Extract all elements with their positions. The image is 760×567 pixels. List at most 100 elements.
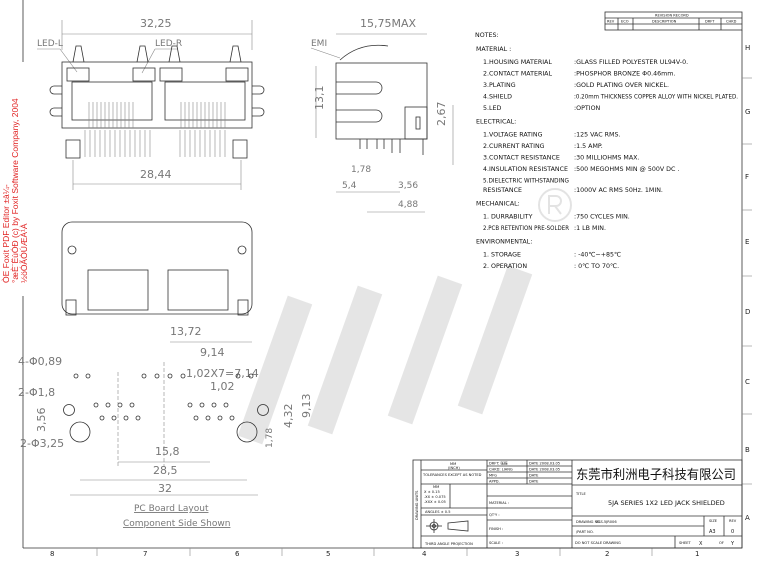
bottom-view (61, 221, 253, 316)
label: SIZE (709, 519, 718, 523)
company-name: 东莞市利洲电子科技有限公司 (576, 467, 736, 483)
notes-item-label: 2.PCB RETENTION PRE-SOLDER (483, 225, 570, 232)
label: ÒE Foxit PDF Editor ±à¼- (1, 184, 11, 283)
label: /PART NO. (576, 530, 594, 534)
dim-9-13: 9,13 (300, 394, 313, 419)
hole-large-label: 2-Φ3,25 (20, 437, 64, 450)
dim-4-32: 4,32 (282, 404, 295, 429)
label: REV (607, 20, 615, 24)
notes-section-heading: MECHANICAL: (476, 201, 520, 208)
caption-component-side: Component Side Shown (123, 519, 230, 529)
label: FINISH : (489, 527, 503, 531)
label: DRFT: 张振 (489, 461, 508, 466)
notes-item-label: 2.CONTACT MATERIAL (483, 71, 552, 78)
notes-item-value: :GLASS FILLED POLYESTER UL94V-0. (574, 59, 688, 66)
foxit-watermark: ÒE Foxit PDF Editor ±à¼- °æÈ¨ËùÓÐ (c) by… (1, 98, 29, 283)
label: TITLE (575, 492, 586, 496)
dim-pitch: 1,02X7=7,14 (186, 367, 259, 380)
col-label: 7 (143, 550, 147, 558)
label: A3 (709, 529, 716, 535)
label: .XXX ± 0.05 (424, 500, 446, 504)
col-label: 6 (235, 550, 240, 558)
label: X ± 0.15 (424, 490, 440, 494)
label: QT'Y : (489, 513, 500, 517)
row-label: B (745, 446, 750, 454)
label: CHKD (726, 20, 737, 24)
notes-item-label: 2. OPERATION (483, 263, 527, 270)
caption-pc-board-layout: PC Board Layout (134, 504, 209, 514)
led-right-label: LED-R (155, 39, 182, 49)
row-label: A (745, 514, 750, 522)
emi-label: EMI (311, 39, 327, 49)
notes-item-value: :1.5 AMP. (574, 143, 603, 150)
notes-section-heading: ENVIRONMENTAL: (476, 239, 532, 246)
col-label: 3 (515, 550, 519, 558)
dim-pin-2: 5,4 (342, 181, 357, 191)
label: DESCRIPTION (652, 20, 677, 24)
notes-item-value: : 0℃ TO 70℃. (574, 263, 619, 270)
notes-item-value: :500 MEGOHMS MIN @ 500V DC . (574, 165, 679, 173)
hole-small-label: 4-Φ0,89 (18, 355, 62, 368)
label: DATE 2008.03.05 (529, 462, 560, 466)
notes-item-value: :GOLD PLATING OVER NICKEL. (574, 82, 669, 89)
label: MM (450, 462, 456, 466)
label: SCALE : (489, 541, 503, 545)
label: Y (730, 541, 735, 547)
notes-item-label: RESISTANCE (483, 187, 522, 194)
label: ½öÓÃÓÚÆÀ¹À (19, 223, 29, 283)
notes-item-label: 3.PLATING (483, 82, 516, 89)
row-label: E (745, 238, 749, 246)
led-left-label: LED-L (37, 39, 63, 49)
dim-led: 2,67 (435, 102, 448, 127)
label: TCS.5JR006 (595, 520, 617, 524)
label: °æÈ¨ËùÓÐ (c) by Foxit Software Company, … (10, 98, 20, 283)
dim-pin-span: 28,44 (140, 168, 172, 181)
notes-item-value: :1 LB MIN. (574, 225, 606, 232)
notes-item-label: 5.LED (483, 105, 501, 112)
dim-pin-1: 1,78 (351, 165, 371, 175)
label: 0 (731, 529, 734, 535)
label: MATERIAL : (489, 501, 509, 505)
row-label: H (745, 44, 750, 52)
notes-item-value: :OPTION (574, 105, 601, 112)
label: ANGLES ± 0.5 (425, 510, 451, 514)
label: CHKD: LIANG (489, 468, 513, 472)
dim-side-width: 15,75MAX (360, 17, 417, 30)
label: DRAWING NO. (576, 520, 601, 524)
dim-3-56: 3,56 (35, 408, 48, 433)
row-label: C (745, 378, 750, 386)
notes-title: NOTES: (475, 32, 499, 39)
label: REV (729, 519, 737, 523)
notes-item-label: 4.SHIELD (483, 94, 512, 101)
dim-pin-4: 4,88 (398, 200, 418, 210)
side-view: 15,75MAX EMI 13,1 2,67 1,78 5,4 3,56 4,8… (310, 17, 454, 213)
label: DRAWING UNITS (415, 490, 419, 520)
notes-item-label: 1.HOUSING MATERIAL (483, 59, 552, 66)
dim-width: 32,25 (140, 17, 172, 30)
dim-28-5: 28,5 (153, 464, 178, 477)
col-label: 1 (695, 550, 699, 558)
notes-item-value: :750 CYCLES MIN. (574, 214, 630, 221)
sheet-frame: 8 7 6 5 4 3 2 1 H G F E D C B A (22, 0, 752, 558)
drawing-title: 5JA SERIES 1X2 LED JACK SHIELDED (608, 499, 725, 507)
label: DATE (529, 474, 539, 478)
notes-section-heading: MATERIAL : (476, 46, 511, 53)
label: SHEET (679, 541, 692, 545)
notes-item-value: : -40℃~+85℃ (574, 252, 621, 259)
label: MFG (489, 474, 497, 478)
notes-item-value: :0.20mm THICKNESS COPPER ALLOY WITH NICK… (574, 94, 738, 101)
label: X (699, 541, 703, 547)
notes-item-label: 1. DURRABILITY (483, 214, 533, 221)
dim-15-8: 15,8 (155, 445, 180, 458)
pcb-layout: 13,72 9,14 1,02X7=7,14 1,02 4-Φ0,89 2-Φ1… (18, 325, 313, 529)
row-label: D (745, 308, 750, 316)
third-angle-projection-icon (426, 519, 469, 533)
notes-item-label: 1. STORAGE (483, 252, 521, 259)
notes-item-value: :30 MILLIOHMS MAX. (574, 155, 639, 162)
notes-item-label: 3.CONTACT RESISTANCE (483, 155, 560, 162)
col-label: 5 (326, 550, 330, 558)
dim-pin-3: 3,56 (398, 181, 418, 191)
label: MM (433, 485, 439, 489)
label: DATE (529, 480, 539, 484)
